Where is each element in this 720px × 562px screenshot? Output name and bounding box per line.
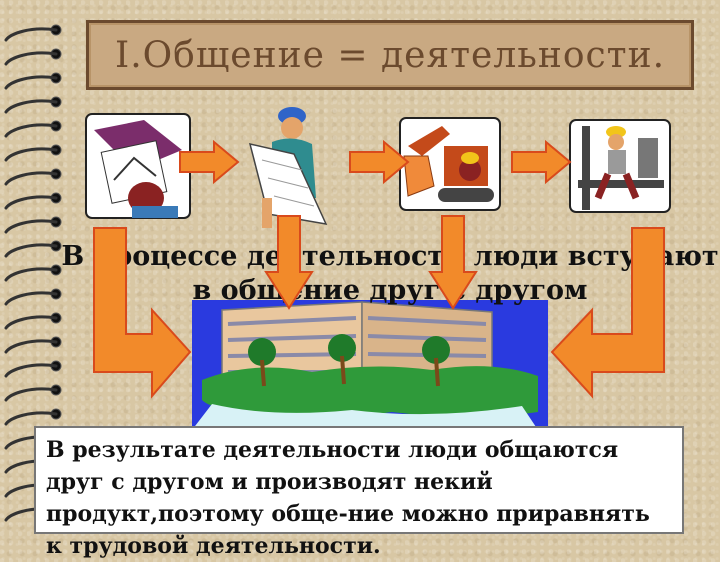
architect-icon — [85, 113, 191, 219]
middle-line-2: в общение друг с другом — [192, 275, 588, 306]
arrow-right-3 — [511, 140, 572, 184]
welder-icon — [569, 119, 671, 213]
arrow-right-2 — [349, 140, 410, 184]
arrow-right-1 — [179, 140, 240, 184]
engineer-icon — [248, 107, 328, 228]
conclusion-box: В результате деятельности люди общаются … — [34, 426, 684, 559]
slide-title: I.Общение = деятельности. — [114, 34, 666, 76]
title-box: I.Общение = деятельности. — [86, 20, 694, 90]
arrow-down-1 — [264, 215, 314, 310]
middle-line-1: В процессе деятельности люди вступают — [61, 241, 719, 272]
building-island-image — [192, 300, 548, 430]
excavator-icon — [399, 117, 501, 211]
arrow-left-l-shape — [93, 227, 192, 399]
arrow-right-l-shape — [550, 227, 665, 399]
middle-statement: В процессе деятельности люди вступают в … — [60, 240, 720, 308]
arrow-down-2 — [428, 215, 478, 310]
